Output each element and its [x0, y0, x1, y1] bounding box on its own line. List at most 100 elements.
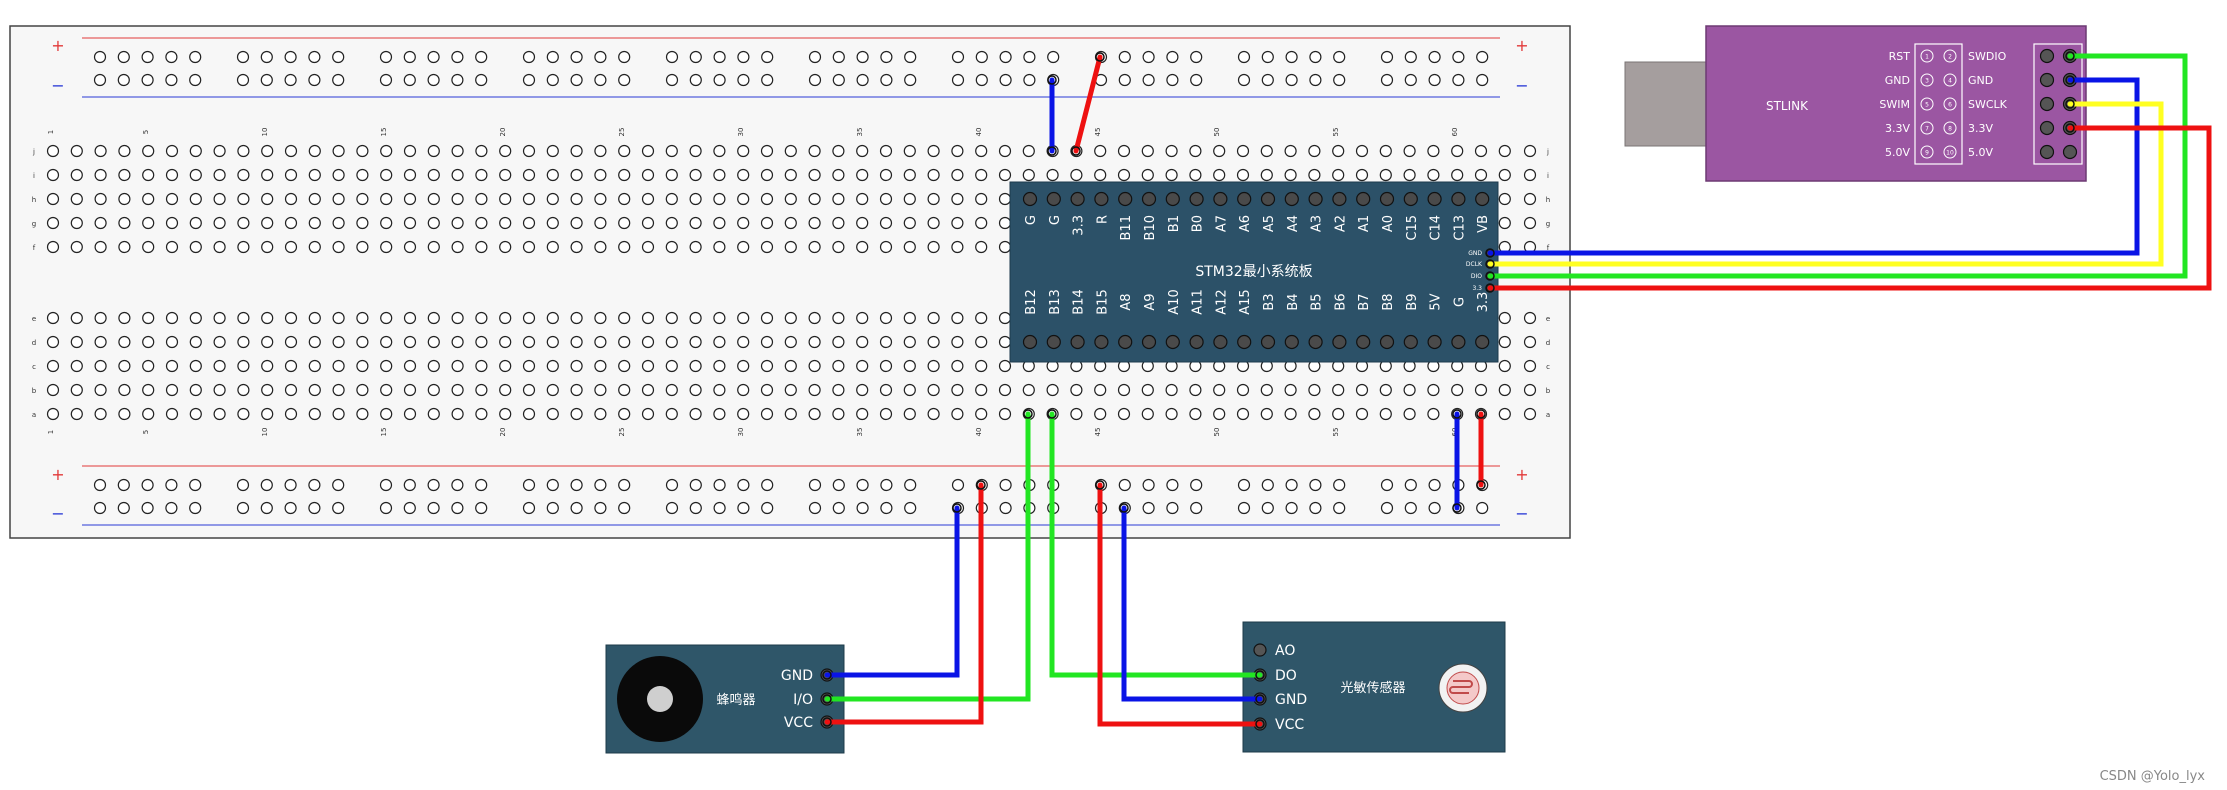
- rail-hole: [951, 73, 965, 87]
- breadboard-hole: [618, 216, 631, 230]
- stm32-bottom-pin: [1070, 334, 1085, 350]
- breadboard-hole: [737, 407, 750, 421]
- breadboard-hole: [951, 144, 964, 158]
- breadboard-hole: [546, 311, 559, 325]
- breadboard-hole: [641, 407, 655, 421]
- stlink-left-label: 5.0V: [1885, 146, 1910, 159]
- breadboard-hole: [189, 168, 202, 182]
- breadboard-hole: [760, 144, 774, 158]
- rail-hole: [308, 73, 321, 87]
- rail-hole: [1142, 50, 1155, 64]
- watermark: CSDN @Yolo_lyx: [2099, 769, 2205, 784]
- breadboard-hole: [451, 168, 464, 182]
- breadboard-hole: [784, 335, 797, 349]
- rail-hole: [308, 50, 321, 64]
- breadboard-hole: [165, 144, 179, 158]
- wire-swd-clk-end: [1485, 259, 1495, 269]
- breadboard-hole: [903, 192, 916, 206]
- rail-hole: [618, 73, 631, 87]
- breadboard-hole: [927, 359, 940, 373]
- breadboard-hole: [713, 192, 726, 206]
- column-number: 20: [499, 128, 507, 137]
- stlink-right-label: 3.3V: [1968, 122, 1993, 135]
- row-letter: b: [1546, 387, 1551, 395]
- breadboard-hole: [951, 335, 964, 349]
- rail-hole: [594, 73, 607, 87]
- breadboard-hole: [284, 168, 298, 182]
- breadboard-hole: [546, 407, 559, 421]
- rail-hole: [117, 50, 130, 64]
- breadboard-labels: ++−−++−−11551010151520202525303035354040…: [32, 36, 1551, 523]
- row-letter: g: [32, 220, 36, 228]
- breadboard-hole: [1094, 168, 1107, 182]
- breadboard-hole: [1213, 383, 1226, 397]
- breadboard-hole: [499, 359, 512, 373]
- wire-buzzer-io-end: [822, 694, 832, 704]
- breadboard-hole: [1189, 407, 1202, 421]
- breadboard-hole: [570, 311, 583, 325]
- rail-hole: [761, 478, 774, 492]
- breadboard-hole: [70, 407, 83, 421]
- breadboard-hole: [665, 216, 678, 230]
- rail-hole: [475, 73, 488, 87]
- breadboard-hole: [308, 216, 321, 230]
- breadboard-hole: [665, 192, 678, 206]
- breadboard-hole: [570, 407, 583, 421]
- breadboard-hole: [332, 407, 345, 421]
- breadboard-hole: [808, 407, 821, 421]
- breadboard-hole: [380, 168, 393, 182]
- breadboard-hole: [689, 192, 702, 206]
- rail-hole: [904, 478, 917, 492]
- stm32-bottom-pin: [1189, 334, 1204, 350]
- breadboard-hole: [570, 144, 583, 158]
- stm32-swd-label: GND: [1468, 250, 1482, 257]
- breadboard-hole: [760, 311, 774, 325]
- breadboard-hole: [46, 407, 60, 421]
- breadboard-hole: [737, 192, 750, 206]
- wire-buzzer-io-end: [1023, 409, 1033, 419]
- breadboard-hole: [1284, 407, 1297, 421]
- breadboard-hole: [903, 335, 916, 349]
- rail-hole: [260, 478, 273, 492]
- breadboard-hole: [380, 144, 393, 158]
- stm32-bottom-pin: [1022, 334, 1038, 350]
- stm32-top-pin-label: A6: [1238, 215, 1253, 232]
- breadboard-hole: [1474, 168, 1488, 182]
- breadboard-hole: [189, 383, 202, 397]
- breadboard-hole: [284, 240, 298, 254]
- buzzer-speaker-center: [647, 686, 673, 712]
- breadboard-hole: [1117, 407, 1131, 421]
- breadboard-hole: [1070, 168, 1083, 182]
- breadboard-hole: [118, 216, 131, 230]
- breadboard-hole: [284, 192, 298, 206]
- breadboard-hole: [594, 168, 607, 182]
- breadboard-hole: [760, 407, 774, 421]
- breadboard-hole: [427, 407, 440, 421]
- breadboard-hole: [213, 192, 226, 206]
- breadboard-hole: [499, 240, 512, 254]
- breadboard-hole: [975, 192, 988, 206]
- breadboard-hole: [570, 359, 583, 373]
- breadboard-hole: [784, 383, 797, 397]
- breadboard-hole: [618, 335, 631, 349]
- breadboard-hole: [1451, 383, 1464, 397]
- row-letter: j: [32, 148, 35, 156]
- breadboard-hole: [1094, 407, 1107, 421]
- breadboard-hole: [380, 335, 393, 349]
- breadboard-hole: [975, 168, 988, 182]
- breadboard-hole: [784, 240, 797, 254]
- stm32-top-pin: [1260, 191, 1276, 207]
- rail-minus-sign: −: [1515, 504, 1528, 523]
- rail-hole: [713, 73, 726, 87]
- breadboard-hole: [784, 359, 797, 373]
- stm32-top-pin: [1070, 191, 1085, 207]
- breadboard-hole: [332, 144, 345, 158]
- breadboard-hole: [927, 168, 940, 182]
- breadboard-hole: [951, 216, 964, 230]
- breadboard-hole: [856, 359, 869, 373]
- breadboard-hole: [403, 240, 417, 254]
- breadboard-hole: [427, 335, 440, 349]
- breadboard-hole: [499, 192, 512, 206]
- breadboard-hole: [403, 383, 417, 397]
